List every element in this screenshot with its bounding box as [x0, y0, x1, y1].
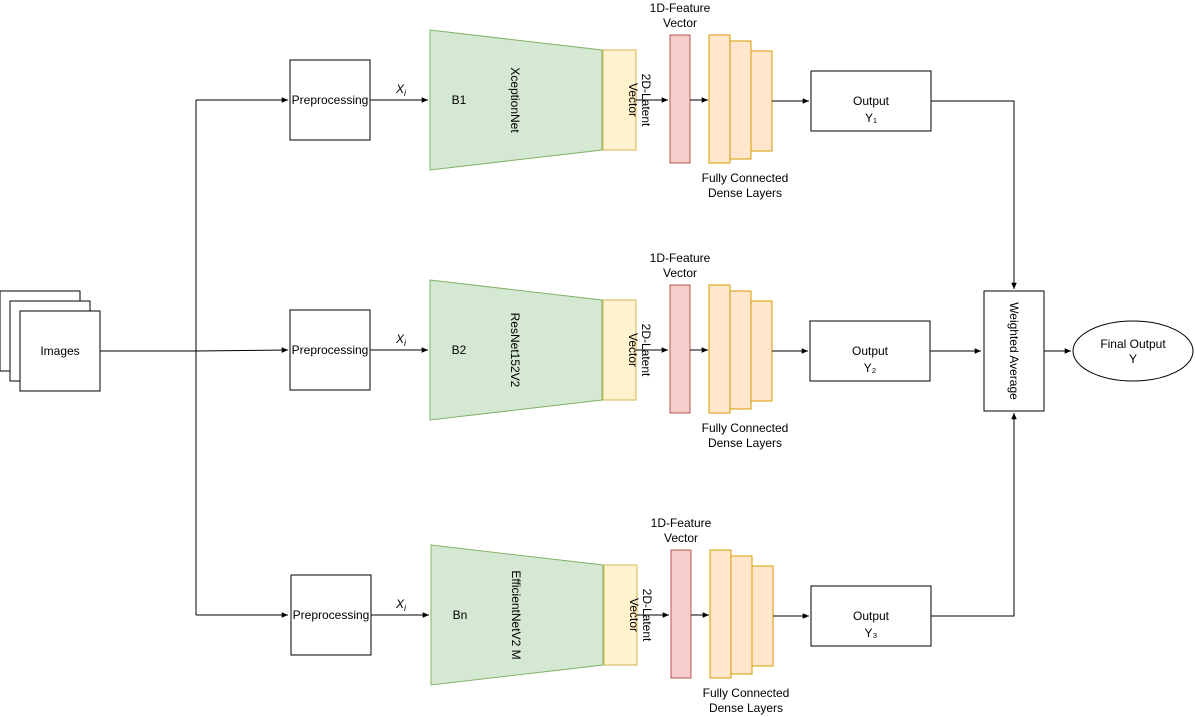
feature-vector	[669, 34, 691, 164]
branch-id: B1	[452, 93, 467, 107]
encoder-name: XceptionNet	[508, 67, 522, 133]
branch-b1: Preprocessing Xi B1 XceptionNet 2D-Laten…	[289, 1, 932, 200]
aggregation-connectors	[930, 100, 1017, 617]
image-sheet-front	[19, 310, 101, 392]
latent-vector	[603, 564, 638, 666]
preprocessing-label: Preprocessing	[292, 343, 369, 357]
dense-layer-3	[750, 300, 773, 402]
encoder-name: ResNet152V2	[508, 313, 522, 388]
output-box	[810, 585, 932, 647]
latent-vector	[602, 49, 637, 151]
dense-layer-2	[729, 40, 752, 160]
dense-layer-1	[709, 549, 732, 679]
preprocessing-label: Preprocessing	[293, 608, 370, 622]
latent-vector	[602, 299, 637, 401]
xi-label: Xi	[395, 82, 407, 98]
encoder-resnet152v2	[429, 279, 603, 421]
weighted-average-label: Weighted Average	[1007, 302, 1021, 400]
encoder-efficientnetv2m	[430, 544, 604, 686]
branch-bn: Preprocessing Xi Bn EfficientNetV2 M 2D-…	[290, 516, 932, 715]
images-stack: Images	[0, 290, 101, 392]
feature-vector	[670, 549, 692, 679]
branch-id: B2	[452, 343, 467, 357]
xi-label: Xi	[395, 332, 407, 348]
xi-label: Xi	[395, 597, 407, 613]
dense-layer-1	[708, 284, 731, 414]
images-label: Images	[40, 344, 79, 358]
encoder-name: EfficientNetV2 M	[509, 570, 523, 659]
preprocessing-box	[290, 574, 372, 656]
dense-layer-1	[708, 34, 731, 164]
feature-vector	[669, 284, 691, 414]
weighted-average: Weighted Average	[983, 290, 1045, 412]
dense-layer-3	[751, 565, 774, 667]
dense-layer-2	[730, 555, 753, 675]
branch-b2: Preprocessing Xi B2 ResNet152V2 2D-Laten…	[289, 251, 931, 450]
output-box	[809, 320, 931, 382]
final-output-ellipse	[1072, 320, 1194, 382]
input-connectors	[100, 97, 289, 618]
branch-id: Bn	[453, 608, 468, 622]
dense-layer-2	[729, 290, 752, 410]
weighted-average-box	[983, 290, 1045, 412]
preprocessing-label: Preprocessing	[292, 93, 369, 107]
encoder-xceptionnet	[429, 29, 603, 171]
preprocessing-box	[289, 309, 371, 391]
dense-layer-3	[750, 50, 773, 152]
